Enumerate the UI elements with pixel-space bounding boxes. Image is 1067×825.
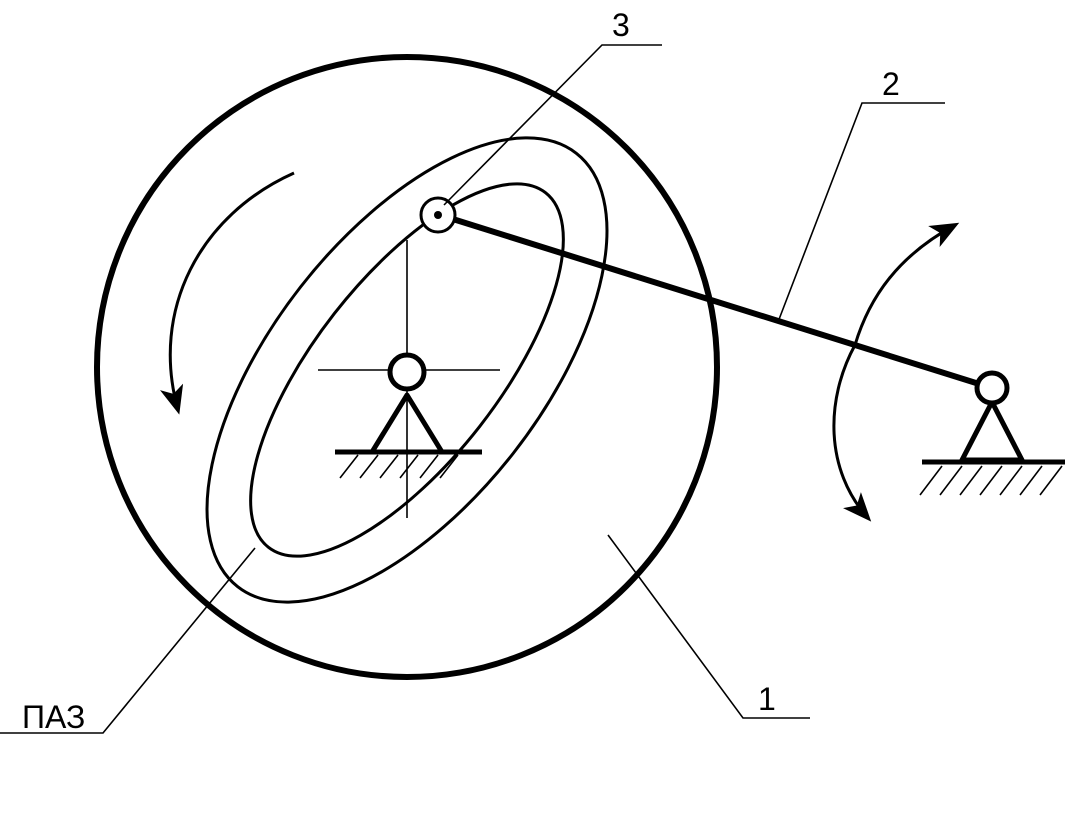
- label-groove: ПАЗ: [22, 699, 85, 735]
- follower-arm: [439, 212, 993, 391]
- leader-line-cam: [607, 534, 810, 719]
- leader-line-roller: [443, 44, 662, 206]
- follower-swing-arrow-down: [832, 344, 872, 522]
- cam-pivot-support: [335, 352, 482, 479]
- follower-pivot-support: [919, 370, 1065, 496]
- roller: [419, 196, 457, 234]
- leader-line-groove: [0, 547, 256, 734]
- label-roller: 3: [612, 7, 630, 43]
- cam-disc: [94, 54, 720, 680]
- label-cam: 1: [758, 681, 776, 717]
- label-follower: 2: [882, 66, 900, 102]
- leader-line-follower: [777, 102, 945, 323]
- follower-swing-arrow-up: [853, 222, 960, 346]
- cam-rotation-arrow: [159, 171, 295, 415]
- groove-outer-contour: [205, 136, 609, 604]
- groove-inner-contour: [249, 182, 565, 558]
